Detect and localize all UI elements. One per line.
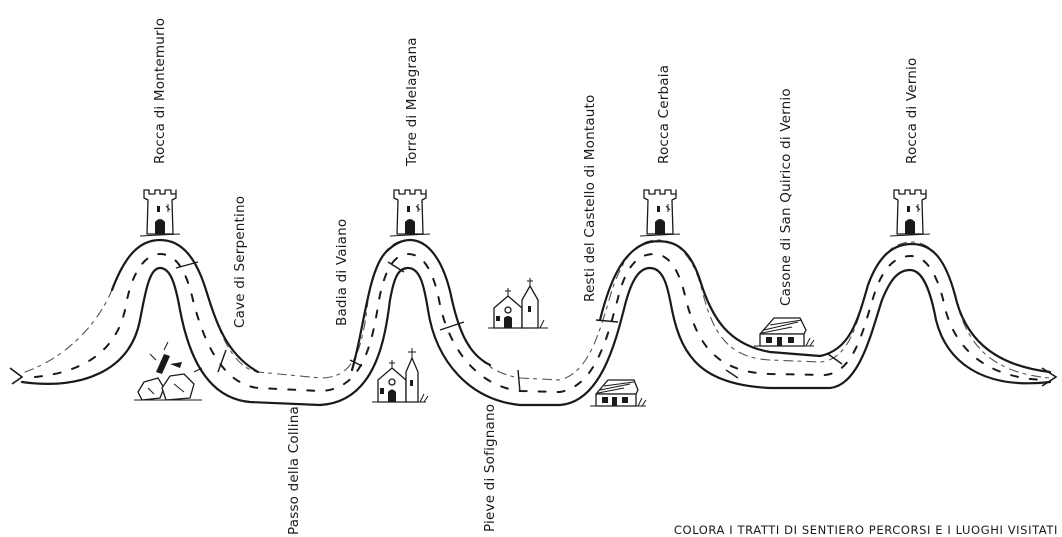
segment-divider [596,320,618,322]
label-resti-castello-montauto: Resti del Castello di Montauto [582,95,598,303]
trail-upper-edge [112,240,1050,372]
segment-divider [828,354,842,364]
label-cave-serpentino: Cave di Serpentino [232,196,248,328]
segment-divider [388,262,404,272]
label-passo-collina: Passo della Collina [286,406,302,535]
label-rocca-cerbaia: Rocca Cerbaia [656,65,672,164]
instruction-text: COLORA I TRATTI DI SENTIERO PERCORSI E I… [674,523,1058,537]
segment-divider [350,360,362,366]
trail-start-arrow [10,368,22,384]
segment-divider [726,370,738,378]
label-rocca-vernio: Rocca di Vernio [904,58,920,164]
segment-divider [518,370,520,392]
label-rocca-montemurlo: Rocca di Montemurlo [152,18,168,164]
label-badia-vaiano: Badia di Vaiano [334,219,350,326]
label-torre-melagrana: Torre di Melagrana [404,37,420,167]
label-casone-san-quirico: Casone di San Quirico di Vernio [778,88,794,306]
house-icon [754,318,814,346]
tower-icon [140,190,180,236]
label-pieve-sofignano: Pieve di Sofignano [482,404,498,532]
location-labels: Rocca di Montemurlo Cave di Serpentino P… [152,18,920,535]
church-icon [488,278,548,328]
church-icon [372,348,428,402]
tower-icon [640,190,680,236]
house-icon [590,380,646,406]
trail-centerline [35,254,1045,392]
tower-icon [890,190,930,236]
tower-icon [390,190,430,236]
